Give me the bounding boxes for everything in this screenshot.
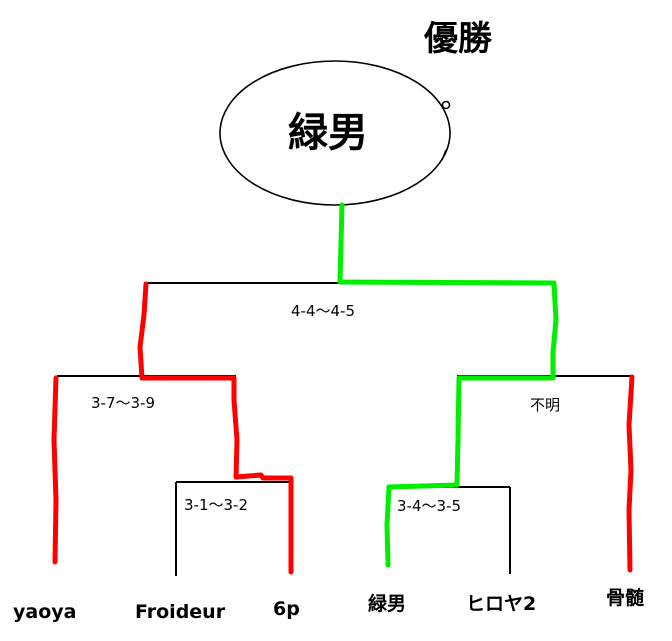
player-name: 緑男: [368, 592, 406, 615]
left-semi-score: 3-7～3-9: [91, 394, 155, 412]
loser-paths: [51, 281, 635, 575]
right-semi-score: 不明: [530, 396, 560, 414]
right-quarter-score: 3-4～3-5: [397, 497, 461, 515]
player-name: ヒロヤ2: [466, 593, 536, 615]
kotsuzui-path: [626, 374, 635, 573]
player-name: 6p: [273, 598, 300, 620]
left-quarter-score: 3-1～3-2: [184, 496, 248, 514]
title-text: 優勝: [423, 19, 493, 59]
champion-oval: [219, 60, 451, 206]
champion-name: 緑男: [288, 110, 368, 156]
player-name: Froideur: [135, 601, 226, 623]
player-name: 骨髄: [606, 586, 644, 609]
yaoya-path: [51, 375, 59, 565]
winner-path: [337, 202, 559, 568]
final-score: 4-4～4-5: [291, 302, 355, 320]
froideur-6p-path: [137, 281, 294, 575]
player-name: yaoya: [13, 601, 76, 623]
